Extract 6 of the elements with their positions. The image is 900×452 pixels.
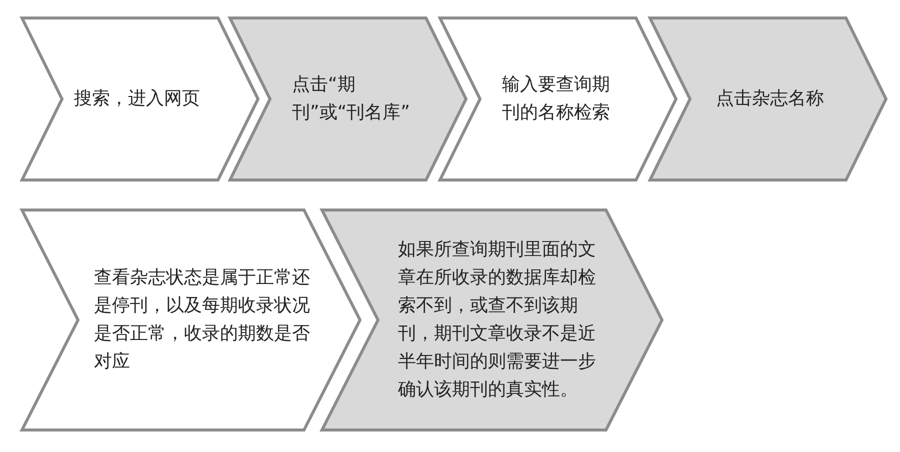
step-text: 如果所查询期刊里面的文章在所收录的数据库却检索不到，或查不到该期刊，期刊文章收录不是近半年时间的则需要进一步确认该期刊的真实性。	[398, 238, 597, 402]
step-text: 点击“期刊”或“刊名库”	[292, 73, 411, 125]
step-text: 搜索，进入网页	[74, 87, 200, 112]
step-text: 查看杂志状态是属于正常还是停刊，以及每期收录状况是否正常，收录的期数是否对应	[94, 266, 311, 374]
step-text: 点击杂志名称	[716, 87, 824, 112]
step-text: 输入要查询期刊的名称检索	[502, 73, 611, 125]
